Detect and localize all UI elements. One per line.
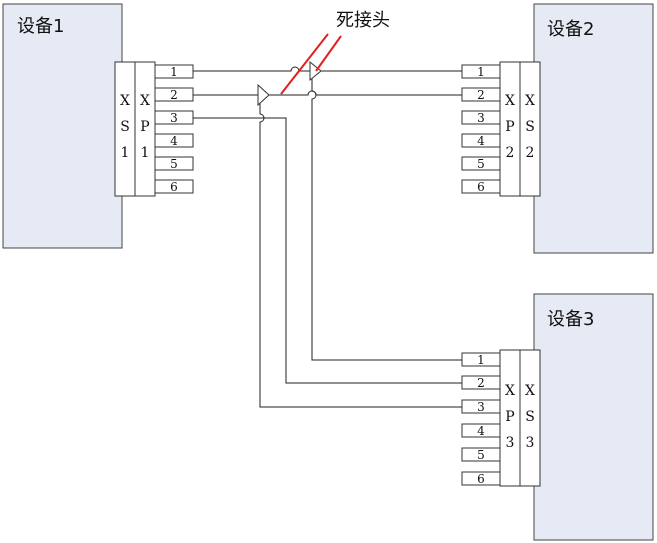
device-2-label: 设备2 [547, 19, 594, 40]
device-3-box [533, 293, 654, 541]
xp2-pin-6 [461, 179, 501, 194]
connector-xs3-char-2: S [525, 409, 535, 425]
connector-xp1-char-3: 1 [141, 145, 150, 161]
xp1-pins: 1 2 3 4 5 6 [154, 64, 194, 194]
connector-xs3-char-3: 3 [526, 435, 535, 451]
connector-xp1 [134, 61, 156, 197]
dead-joint-label: 死接头 [336, 10, 390, 31]
xp2-pin-6-label: 6 [477, 180, 485, 194]
xp2-pin-2-label: 2 [477, 88, 485, 102]
xp2-pin-3-label: 3 [477, 111, 485, 125]
annotation-leader-1 [280, 33, 329, 95]
wire-1a [193, 66, 310, 72]
xp3-pin-6-label: 6 [477, 472, 485, 486]
xp1-pin-1-label: 1 [170, 65, 178, 79]
xp3-pin-4 [461, 423, 501, 438]
connector-xs1-char-3: 1 [121, 145, 130, 161]
connector-xp2-char-2: P [505, 119, 514, 135]
connector-xs2-char-2: S [525, 119, 535, 135]
connector-xp3-char-2: P [505, 409, 514, 425]
device-1-label: 设备1 [17, 16, 64, 37]
xp1-pin-3-label: 3 [170, 111, 178, 125]
wires [193, 66, 462, 408]
xp2-pin-4 [461, 133, 501, 148]
xp2-pin-3 [461, 110, 501, 125]
xp1-pin-5-label: 5 [170, 157, 178, 171]
wire-2-branch [259, 102, 462, 408]
xp1-pin-6-label: 6 [170, 180, 178, 194]
xp3-pin-5-label: 5 [477, 448, 485, 462]
connector-xp1-char-2: P [140, 119, 149, 135]
xp2-pin-1-label: 1 [477, 65, 485, 79]
device-3-label: 设备3 [547, 309, 594, 330]
connector-xs1-char-1: X [120, 93, 130, 109]
connector-xs1-char-2: S [120, 119, 130, 135]
connector-xs3-char-1: X [525, 383, 535, 399]
connector-xp3-char-1: X [505, 383, 515, 399]
xp2-pin-5 [461, 156, 501, 171]
xp2-pin-5-label: 5 [477, 157, 485, 171]
xp1-pin-5 [154, 156, 194, 171]
device-1-box [2, 3, 123, 249]
xp3-pin-1-label: 1 [477, 353, 485, 367]
splice-symbol-2 [257, 83, 270, 107]
connector-xs3 [519, 349, 541, 487]
xp1-pin-2-label: 2 [170, 88, 178, 102]
splice-symbol-1 [309, 60, 322, 82]
device-2-box [533, 3, 654, 254]
wire-1-branch [311, 78, 462, 361]
connector-xs2 [519, 61, 541, 197]
annotation-leader-2 [315, 35, 342, 72]
connector-xs2-char-3: 2 [526, 145, 535, 161]
connector-xp1-char-1: X [140, 93, 150, 109]
xp2-pin-4-label: 4 [477, 134, 485, 148]
wire-3 [193, 117, 462, 384]
connector-xp2-char-1: X [505, 93, 515, 109]
xp3-pin-2-label: 2 [477, 376, 485, 390]
xp1-pin-4-label: 4 [170, 134, 178, 148]
xp1-pin-6 [154, 179, 194, 194]
xp3-pin-4-label: 4 [477, 424, 485, 438]
connector-xp3-char-3: 3 [506, 435, 515, 451]
xp3-pin-3-label: 3 [477, 400, 485, 414]
xp2-pins: 1 2 3 4 5 6 [461, 64, 501, 194]
xp3-pin-5 [461, 447, 501, 462]
xp3-pins: 1 2 3 4 5 6 [461, 352, 501, 486]
xp1-pin-4 [154, 133, 194, 148]
xp3-pin-6 [461, 471, 501, 486]
connector-xp2-char-3: 2 [506, 145, 515, 161]
wire-2b [269, 90, 462, 96]
connector-xs2-char-1: X [525, 93, 535, 109]
